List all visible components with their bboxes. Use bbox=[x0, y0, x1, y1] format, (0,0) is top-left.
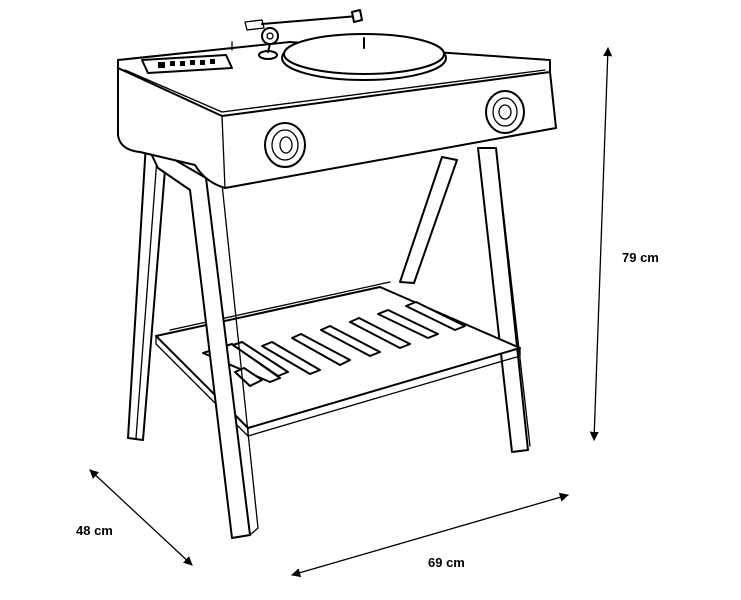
turntable-platter bbox=[281, 33, 447, 81]
tonearm bbox=[231, 9, 363, 60]
back-right-leg bbox=[477, 147, 531, 453]
depth-label: 48 cm bbox=[76, 523, 113, 538]
height-label: 79 cm bbox=[622, 250, 659, 265]
front-left-leg bbox=[127, 142, 168, 441]
shelf-slats bbox=[202, 301, 466, 387]
back-left-leg bbox=[399, 156, 458, 284]
height-dimension-arrow bbox=[589, 47, 613, 441]
width-label: 69 cm bbox=[428, 555, 465, 570]
width-dimension-arrow bbox=[291, 492, 569, 578]
control-panel bbox=[141, 54, 233, 74]
right-speaker bbox=[485, 90, 525, 134]
left-speaker bbox=[264, 122, 306, 168]
depth-dimension-arrow bbox=[89, 469, 193, 566]
